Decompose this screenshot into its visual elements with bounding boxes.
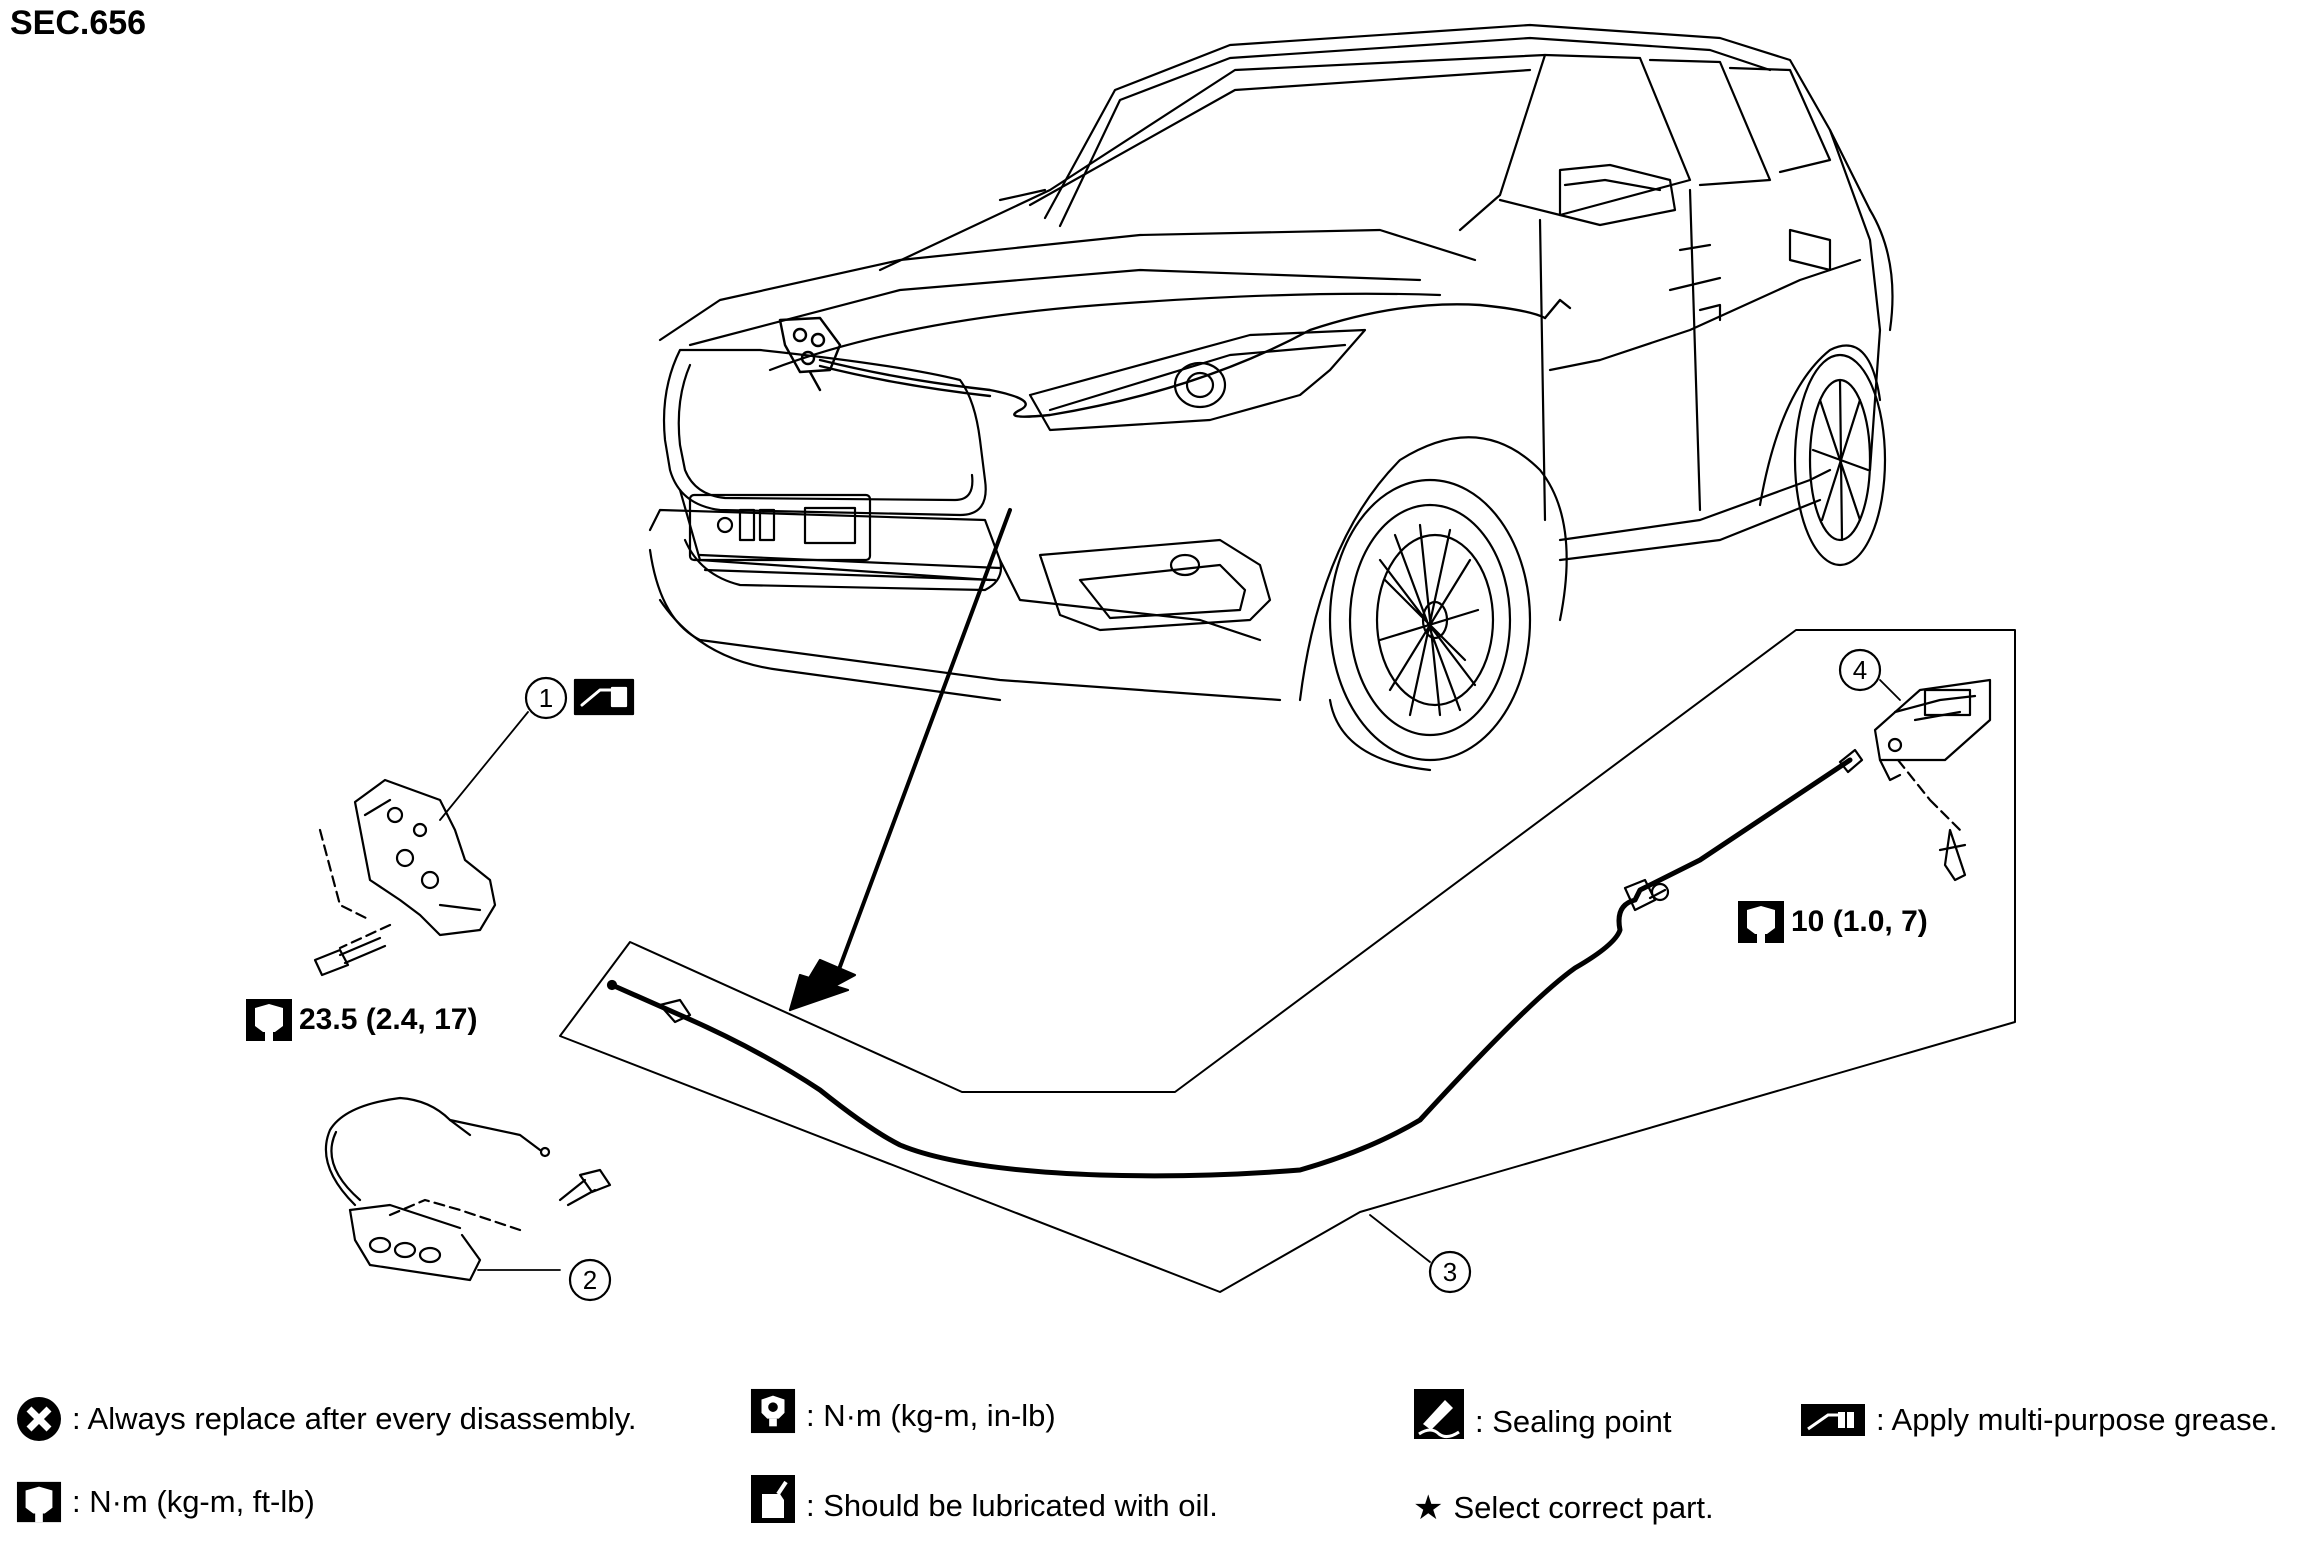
torque-spec-lever: 10 (1.0, 7) [1737, 900, 1928, 944]
legend-grease: : Apply multi-purpose grease. [1800, 1402, 2278, 1438]
torque-value-lever: 10 (1.0, 7) [1791, 905, 1928, 938]
torque-value-latch: 23.5 (2.4, 17) [299, 1003, 478, 1036]
sealing-icon [1414, 1389, 1464, 1439]
legend-sealing-point: : Sealing point [1413, 1388, 1671, 1440]
callout-leaders [439, 679, 1901, 1271]
legend-nm-ftlb: : N·m (kg-m, ft-lb) [16, 1480, 315, 1524]
hood-opener-lever [324, 1096, 612, 1282]
callout-label-2: 2 [583, 1265, 597, 1295]
vehicle-illustration [648, 23, 1894, 772]
callout-label-1: 1 [539, 683, 553, 713]
torque-wrench-icon [246, 999, 292, 1041]
section-label: SEC.656 [10, 4, 147, 42]
grease-icon [573, 678, 635, 716]
callout-circle-1 [524, 676, 568, 720]
star-icon: ★ [1413, 1489, 1444, 1527]
torque-wrench-small-icon [750, 1388, 796, 1434]
oil-can-icon [751, 1475, 795, 1523]
legend-lubricate-oil: : Should be lubricated with oil. [750, 1474, 1218, 1524]
cable-group-outline [559, 629, 2016, 1293]
hood-lock-cable [606, 748, 1864, 1179]
legend-always-replace: : Always replace after every disassembly… [16, 1396, 637, 1442]
hood-lock-assembly [313, 778, 497, 977]
torque-wrench-icon [16, 1481, 62, 1523]
x-circle-icon [17, 1397, 61, 1441]
hood-lock-control-handle [1873, 678, 1992, 882]
grease-icon [1801, 1404, 1865, 1436]
callout-circle-2 [568, 1258, 612, 1302]
callout-circle-3 [1428, 1250, 1472, 1294]
cable-route-on-vehicle [778, 298, 1572, 418]
callout-circle-4 [1838, 648, 1882, 692]
legend-nm-inlb: : N·m (kg-m, in-lb) [750, 1388, 1056, 1434]
legend-select-part: ★ Select correct part. [1413, 1489, 1714, 1527]
callout-label-3: 3 [1443, 1257, 1457, 1287]
location-arrow [788, 508, 1012, 1012]
torque-spec-latch: 23.5 (2.4, 17) [245, 998, 477, 1042]
callout-label-4: 4 [1853, 655, 1867, 685]
torque-wrench-icon [1738, 901, 1784, 943]
